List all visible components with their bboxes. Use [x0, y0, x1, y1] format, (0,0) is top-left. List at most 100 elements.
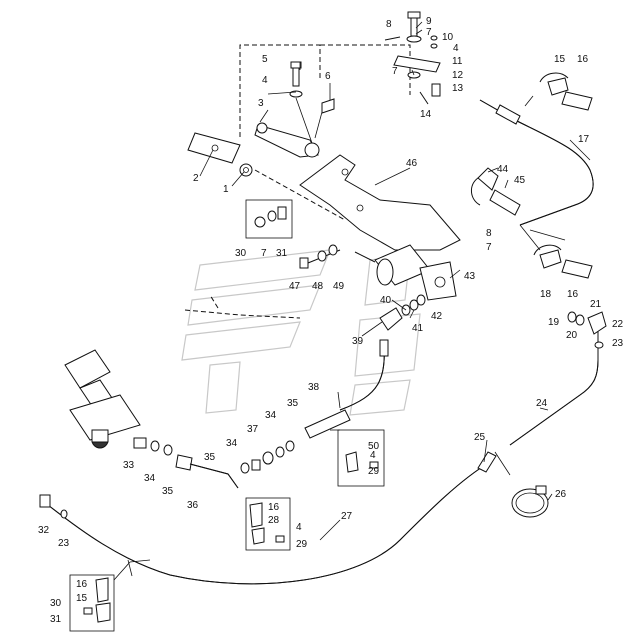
lever-arm	[254, 122, 320, 158]
callout-7a: 7	[426, 27, 432, 38]
callout-4b: 4	[262, 75, 268, 86]
callout-11: 11	[452, 56, 463, 67]
callout-10: 10	[442, 32, 454, 43]
callout-8b: 8	[486, 228, 492, 239]
callout-22: 22	[612, 319, 624, 330]
cable-end	[471, 167, 521, 216]
callout-47: 47	[289, 281, 301, 292]
callout-8a: 8	[386, 19, 392, 30]
callout-4a: 4	[453, 43, 459, 54]
tube-36	[189, 463, 239, 489]
callout-42: 42	[431, 311, 443, 322]
callout-48: 48	[312, 281, 324, 292]
callout-24: 24	[536, 398, 548, 409]
callout-15a: 15	[554, 54, 566, 65]
callout-13: 13	[452, 83, 464, 94]
callout-50: 50	[368, 441, 380, 452]
callout-16d: 16	[76, 579, 88, 590]
callout-30a: 30	[235, 248, 247, 259]
callout-40: 40	[380, 295, 392, 306]
clip-28	[245, 497, 291, 551]
callout-19: 19	[548, 317, 560, 328]
fitting-chain	[133, 437, 295, 474]
bracket-plate	[299, 154, 461, 251]
hose-38	[304, 339, 389, 439]
reference-dashed-lines	[184, 44, 411, 319]
hose-25	[477, 451, 497, 473]
clip-50	[337, 429, 385, 487]
callout-labels: 8 9 7 10 4 11 7 12 13 14 5 4 6 3 2 1 46 …	[38, 16, 624, 625]
bolt-5	[289, 61, 335, 114]
callout-38: 38	[308, 382, 320, 393]
callout-34a: 34	[265, 410, 277, 421]
bolt-30	[254, 206, 287, 228]
fitting-right	[567, 311, 607, 349]
callout-7d: 7	[486, 242, 492, 253]
callout-49: 49	[333, 281, 345, 292]
clip-bottom-left	[69, 561, 131, 632]
callout-37: 37	[247, 424, 259, 435]
leader-lines	[127, 21, 591, 577]
callout-35c: 35	[162, 486, 174, 497]
callout-36: 36	[187, 500, 199, 511]
callout-16c: 16	[268, 502, 280, 513]
leader-clip-mid-b	[519, 224, 541, 251]
callout-25: 25	[474, 432, 486, 443]
callout-34c: 34	[144, 473, 156, 484]
callout-29a: 29	[368, 466, 380, 477]
callout-43: 43	[464, 271, 476, 282]
callout-9: 9	[426, 16, 432, 27]
callout-6: 6	[325, 71, 331, 82]
clip-top-right	[539, 72, 593, 111]
callout-box-30	[245, 199, 293, 239]
callout-17: 17	[578, 134, 590, 145]
callout-7b: 7	[392, 66, 398, 77]
callout-41: 41	[412, 323, 424, 334]
callout-14: 14	[420, 109, 432, 120]
callout-4d: 4	[296, 522, 302, 533]
elbow-fitting	[379, 294, 426, 331]
clutch-pedal	[64, 349, 141, 449]
callout-32: 32	[38, 525, 50, 536]
callout-27: 27	[341, 511, 353, 522]
bolt-47	[299, 244, 341, 269]
callout-29b: 29	[296, 539, 308, 550]
callout-15b: 15	[76, 593, 88, 604]
callout-33: 33	[123, 460, 135, 471]
callout-7c: 7	[261, 248, 267, 259]
callout-39: 39	[352, 336, 364, 347]
actuator-cylinder	[354, 244, 457, 301]
tube-27	[39, 461, 491, 585]
callout-26: 26	[555, 489, 567, 500]
callout-5: 5	[262, 54, 268, 65]
leader-clip-mid	[529, 229, 566, 241]
callout-34b: 34	[226, 438, 238, 449]
clip-assembly	[384, 11, 441, 105]
callout-23b: 23	[58, 538, 70, 549]
callout-30b: 30	[50, 598, 62, 609]
callout-44: 44	[497, 164, 509, 175]
callout-1: 1	[223, 184, 229, 195]
callout-3: 3	[258, 98, 264, 109]
callout-35a: 35	[287, 398, 299, 409]
callout-45: 45	[514, 175, 526, 186]
callout-16b: 16	[567, 289, 579, 300]
callout-31b: 31	[50, 614, 62, 625]
cable-17	[479, 99, 594, 226]
clip-mid-right	[533, 244, 593, 279]
callout-28: 28	[268, 515, 280, 526]
hose-clamp	[511, 485, 549, 518]
callout-20: 20	[566, 330, 578, 341]
callout-21: 21	[590, 299, 602, 310]
callout-12: 12	[452, 70, 464, 81]
callout-16a: 16	[577, 54, 589, 65]
callout-46: 46	[406, 158, 418, 169]
callout-2: 2	[193, 173, 199, 184]
callout-35b: 35	[204, 452, 216, 463]
tube-24	[509, 330, 599, 446]
callout-18: 18	[540, 289, 552, 300]
callout-23a: 23	[612, 338, 624, 349]
bracket-small	[187, 132, 241, 164]
callout-4c: 4	[370, 450, 376, 461]
